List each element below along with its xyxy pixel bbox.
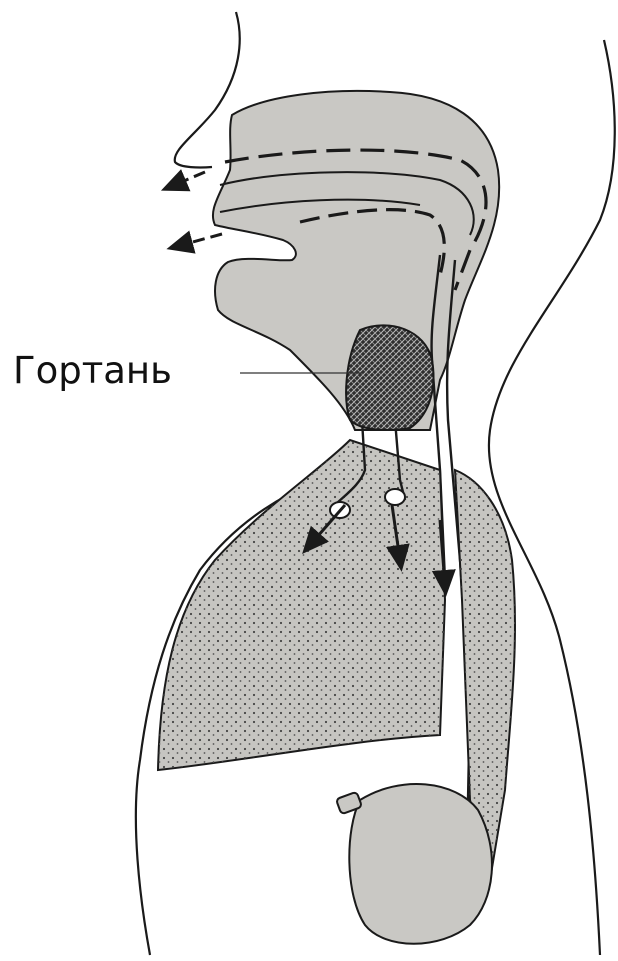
exhale-nose-arrow <box>172 172 205 186</box>
larynx-shape <box>346 325 433 430</box>
body-back-outline <box>489 40 615 955</box>
stomach <box>349 784 492 944</box>
bronchus-right <box>385 489 405 505</box>
exhale-mouth-arrow <box>178 234 222 246</box>
larynx-label: Гортань <box>13 352 172 389</box>
